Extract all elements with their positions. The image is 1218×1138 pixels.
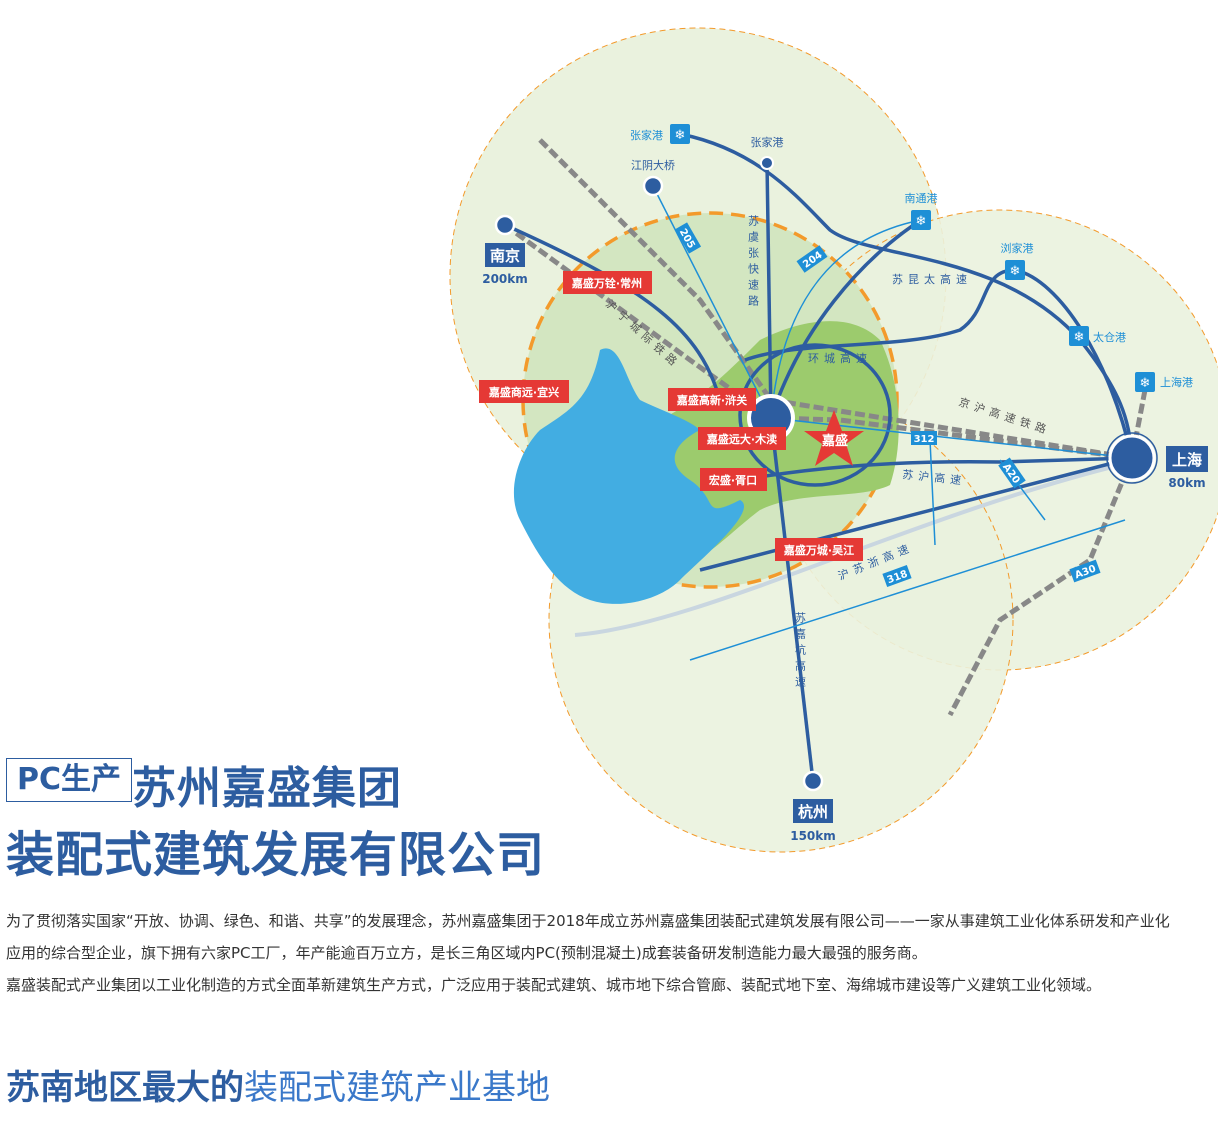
jiasheng-label: 嘉盛 (821, 433, 848, 449)
port-icon: ❄ (675, 128, 686, 143)
company-title-line1: 苏州嘉盛集团 (132, 763, 402, 814)
port-nantong: ❄ 南通港 (905, 192, 938, 230)
jiangyin-bridge-label: 江阴大桥 (631, 158, 675, 172)
hangzhou-node (802, 770, 824, 792)
section-tag: PC生产 (6, 758, 133, 802)
shanghai-node (1108, 434, 1156, 482)
zhangjiagang-node (760, 156, 774, 170)
factory-xukou: 宏盛·胥口 (709, 473, 757, 487)
road-label-ring: 环城高速 (808, 351, 872, 365)
nanjing-distance: 200km (482, 272, 528, 286)
factory-xuguan: 嘉盛高新·浒关 (676, 393, 747, 407)
suyu-expressway (765, 162, 773, 419)
road-label-suhu: 苏沪高速 (902, 467, 967, 488)
company-description: 为了贯彻落实国家“开放、协调、绿色、和谐、共享”的发展理念，苏州嘉盛集团于201… (6, 905, 1218, 1001)
regional-map: 南京 200km 上海 80km 杭州 150km 江阴大桥 嘉盛 ❄ 张家港 张… (449, 27, 1218, 853)
svg-text:南通港: 南通港 (905, 192, 938, 205)
svg-text:浏家港: 浏家港 (1001, 241, 1034, 255)
road-label-sukuntai: 苏昆太高速 (892, 272, 972, 286)
nanjing-node (494, 214, 516, 236)
sukuntai-expressway (744, 268, 1134, 459)
description-line: 应用的综合型企业，旗下拥有六家PC工厂，年产能逾百万立方，是长三角区域内PC(预… (6, 944, 927, 962)
company-title-line2: 装配式建筑发展有限公司 (6, 827, 546, 883)
svg-text:太仓港: 太仓港 (1093, 330, 1126, 344)
route-312: 312 (914, 434, 935, 445)
jiangyin-node (642, 175, 664, 197)
hangzhou-label: 杭州 (798, 803, 828, 821)
hangzhou-distance: 150km (790, 829, 836, 843)
port-icon: ❄ (1074, 330, 1085, 345)
port-liujia: ❄ 浏家港 (1001, 241, 1034, 280)
jiasheng-star-icon (804, 410, 864, 466)
zhangjiagang-label: 张家港 (751, 135, 784, 149)
slogan-light: 装配式建筑产业基地 (244, 1068, 550, 1108)
slogan: 苏南地区最大的装配式建筑产业基地 (6, 1060, 550, 1109)
svg-text:张家港: 张家港 (630, 128, 663, 142)
factory-changzhou: 嘉盛万铨·常州 (571, 276, 642, 290)
port-taicang: ❄ 太仓港 (1069, 326, 1126, 346)
road-label-suyu: 苏虞张快速路 (747, 215, 760, 311)
port-icon: ❄ (916, 214, 927, 229)
shanghai-distance: 80km (1168, 476, 1205, 490)
jinghu-railway (538, 138, 1133, 461)
description-line: 为了贯彻落实国家“开放、协调、绿色、和谐、共享”的发展理念，苏州嘉盛集团于201… (6, 912, 1170, 930)
port-zhangjiagang-1: ❄ 张家港 (630, 124, 690, 144)
port-icon: ❄ (1010, 264, 1021, 279)
port-shanghai: ❄ 上海港 (1135, 372, 1193, 392)
port-icon: ❄ (1140, 376, 1151, 391)
svg-text:上海港: 上海港 (1160, 375, 1193, 389)
slogan-bold: 苏南地区最大的 (6, 1068, 244, 1108)
taihu-lake (513, 348, 745, 604)
a30-railway (947, 457, 1135, 717)
road-label-sujiahang: 苏嘉杭高速 (794, 612, 807, 692)
sujiahang-expressway (769, 417, 815, 782)
factory-yixing: 嘉盛商远·宜兴 (488, 385, 559, 399)
nanjing-label: 南京 (490, 247, 520, 265)
description-line: 嘉盛装配式产业集团以工业化制造的方式全面革新建筑生产方式，广泛应用于装配式建筑、… (6, 976, 1102, 994)
factory-mudu: 嘉盛远大·木渎 (706, 432, 777, 446)
husuzhe-expressway (699, 456, 1133, 572)
factory-wujiang: 嘉盛万城·吴江 (783, 543, 854, 557)
shanghai-label: 上海 (1172, 451, 1202, 469)
ring-expressway (738, 343, 892, 487)
